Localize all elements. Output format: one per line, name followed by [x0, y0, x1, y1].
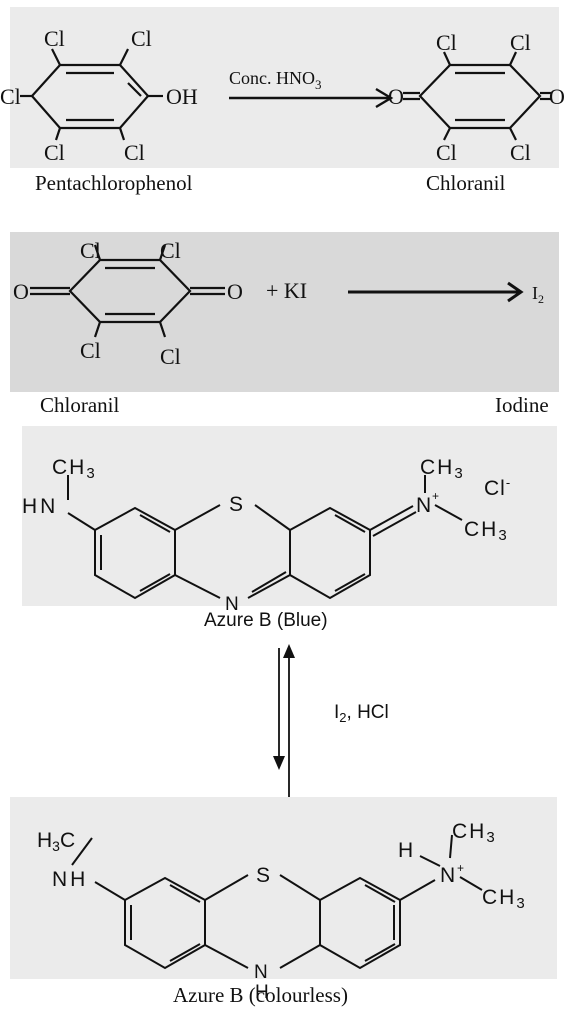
- azure-colourless-n-plus: N: [440, 864, 455, 887]
- azure-colourless-h3c: H3C: [37, 829, 75, 854]
- r2-cl-bottom-right: Cl: [160, 344, 181, 369]
- r2-cl-top-right: Cl: [160, 238, 181, 263]
- chloranil-ring-1: [403, 51, 551, 141]
- azure-colourless-plus: +: [457, 861, 464, 875]
- r1-cl-left: Cl: [0, 84, 21, 109]
- r2-product: I2: [532, 283, 544, 306]
- chloranil-label-2: Chloranil: [40, 393, 120, 417]
- azure-colourless-s: S: [256, 864, 270, 887]
- azure-colourless-h-right: H: [398, 839, 413, 862]
- r2-arrow: [348, 281, 524, 303]
- reaction1-panel: [10, 7, 559, 168]
- chloranil-ring-2: [30, 244, 225, 338]
- azure-blue-ch3-right: CH3: [464, 518, 509, 544]
- azure-blue-hn: HN: [22, 495, 58, 518]
- r1-reagent: Conc. HNO3: [229, 68, 322, 92]
- azure-blue-n-bottom: N: [225, 594, 239, 615]
- r1-o-left: O: [388, 84, 404, 109]
- azure-colourless-h-bottom: H: [255, 982, 269, 1003]
- r1-o-right: O: [549, 84, 565, 109]
- azure-blue-plus: +: [432, 489, 439, 503]
- r2-o-left: O: [13, 279, 29, 304]
- iodine-label: Iodine: [495, 393, 549, 417]
- azure-blue-label: Azure B (Blue): [204, 610, 328, 631]
- r1-arrow: [229, 87, 394, 109]
- r2-cl-top-left: Cl: [80, 238, 101, 263]
- azure-blue-n-plus: N: [416, 494, 431, 517]
- azure-blue-ch3-left: CH3: [52, 456, 97, 482]
- azure-colourless-ch3-right: CH3: [482, 886, 527, 912]
- pentachlorophenol-ring: [20, 48, 163, 141]
- chloranil-label-1: Chloranil: [426, 171, 506, 195]
- pentachlorophenol-label: Pentachlorophenol: [35, 171, 193, 195]
- r1-oh: OH: [166, 84, 198, 109]
- r1-p-cl-bottom-left: Cl: [436, 140, 457, 165]
- r1-p-cl-bottom-right: Cl: [510, 140, 531, 165]
- r1-cl-top-right: Cl: [131, 26, 152, 51]
- reaction2-panel: [10, 232, 559, 392]
- azure-blue-s: S: [229, 493, 243, 516]
- arrow-head-down: [273, 756, 285, 770]
- azure-colourless-label: Azure B (colourless): [173, 983, 348, 1007]
- r2-plus-ki: + KI: [266, 278, 307, 303]
- arrow-head-up: [283, 644, 295, 658]
- azure-blue-ch3-top: CH3: [420, 456, 465, 482]
- r1-p-cl-top-right: Cl: [510, 30, 531, 55]
- r1-cl-bottom-left: Cl: [44, 140, 65, 165]
- r1-p-cl-top-left: Cl: [436, 30, 457, 55]
- azure-blue-counter-ion: Cl-: [484, 475, 511, 500]
- azure-colourless-panel: [10, 797, 557, 979]
- r2-cl-bottom-left: Cl: [80, 338, 101, 363]
- reaction1-diagram: Cl Cl Cl OH Cl Cl Conc. HNO3 O O Cl Cl C…: [0, 26, 565, 165]
- reaction2-diagram: O O Cl Cl Cl Cl + KI I2: [13, 238, 544, 369]
- r1-cl-bottom-right: Cl: [124, 140, 145, 165]
- r1-cl-top-left: Cl: [44, 26, 65, 51]
- azure-blue-diagram: CH3 HN S N CH3 N + CH3 Cl-: [22, 456, 511, 615]
- azure-colourless-n-bottom: N: [254, 962, 268, 983]
- equilibrium-reagent: I2, HCl: [334, 702, 389, 725]
- azure-colourless-ch3-top: CH3: [452, 820, 497, 846]
- azure-colourless-nh: NH: [52, 868, 88, 891]
- r2-o-right: O: [227, 279, 243, 304]
